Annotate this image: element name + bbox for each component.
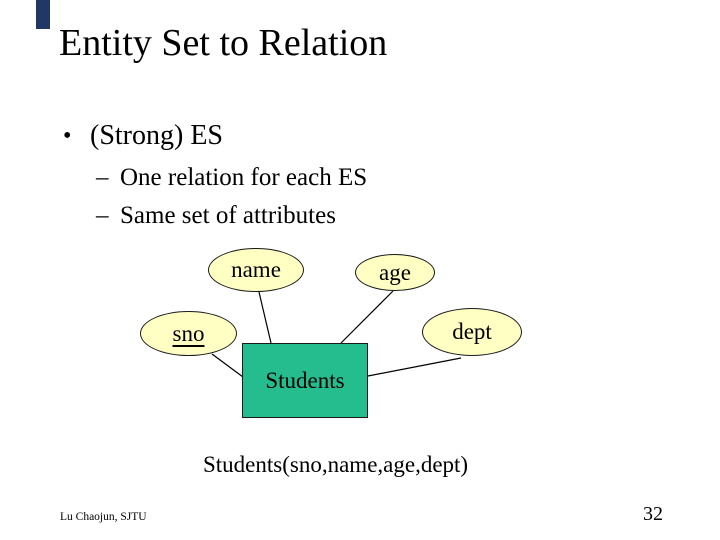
attribute-ellipse-sno-key: sno	[140, 311, 237, 356]
page-number: 32	[643, 503, 663, 525]
connector-age-line	[340, 290, 394, 344]
footer-author: Lu Chaojun, SJTU	[60, 511, 147, 523]
bullet-marker: •	[63, 123, 72, 149]
attribute-label: name	[231, 257, 281, 282]
attribute-label: age	[379, 259, 411, 285]
corner-accent-bar	[36, 0, 50, 29]
bullet-text: (Strong) ES	[90, 120, 223, 151]
bullet-item-strong-es: • (Strong) ES	[63, 120, 223, 152]
attribute-label-underlined: sno	[172, 320, 205, 346]
connector-name-line	[258, 291, 272, 344]
dash-marker: –	[96, 202, 109, 229]
connector-sno-line	[211, 353, 244, 378]
sub-bullet-one-relation: –One relation for each ES	[96, 164, 367, 192]
entity-rectangle-students: Students	[242, 343, 368, 418]
entity-label: Students	[265, 367, 345, 393]
sub-bullet-same-attributes: –Same set of attributes	[96, 202, 336, 230]
dash-marker: –	[96, 164, 109, 191]
sub-bullet-text: Same set of attributes	[120, 202, 336, 229]
attribute-ellipse-name: name	[208, 248, 304, 292]
attribute-ellipse-dept: dept	[422, 308, 522, 356]
relation-schema-text: Students(sno,name,age,dept)	[203, 452, 469, 477]
attribute-label: dept	[452, 319, 492, 344]
sub-bullet-text: One relation for each ES	[120, 164, 368, 191]
page-title: Entity Set to Relation	[59, 22, 388, 64]
attribute-ellipse-age: age	[355, 254, 435, 291]
connector-dept-line	[367, 357, 462, 377]
